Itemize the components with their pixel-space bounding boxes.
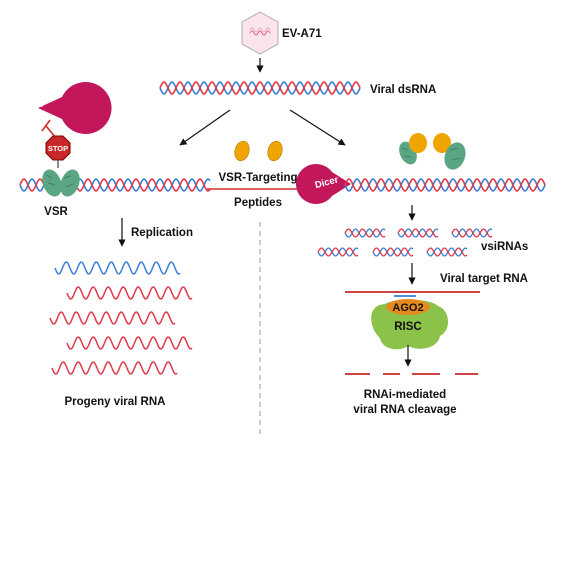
vsirna-fragments: [317, 228, 493, 257]
dicer-right-icon: [296, 164, 351, 205]
ago2-label: AGO2: [392, 302, 423, 314]
vsr-protein-icon: [42, 169, 80, 197]
peptide-icon: [234, 140, 283, 162]
peptide-label-line1: VSR-Targeting: [218, 172, 297, 184]
dicer-left-label: Dicer: [18, 98, 44, 110]
stop-sign-icon: [45, 135, 71, 168]
risc-label: RISC: [394, 321, 421, 333]
virus-label: EV-A71: [282, 28, 322, 40]
progeny-strands: [49, 261, 193, 375]
stop-label: STOP: [48, 144, 68, 153]
right-dsrna-helix: [344, 178, 546, 192]
viral-dsrna-label: Viral dsRNA: [370, 84, 436, 96]
vsr-label: VSR: [44, 206, 68, 218]
peptide-label-line2: Peptides: [234, 197, 282, 209]
arrow-to-left-branch: [179, 109, 231, 146]
top-dsrna-helix: [159, 81, 361, 95]
inhibition-bar: [41, 119, 51, 132]
vsirnas-label: vsiRNAs: [481, 241, 528, 253]
risc-complex-icon: [371, 299, 449, 350]
progeny-label: Progeny viral RNA: [65, 396, 166, 408]
vsr-peptide-complex-icon: [399, 133, 466, 170]
cleavage-label-line1: RNAi-mediated: [364, 389, 446, 401]
dicer-left-icon: [38, 82, 112, 134]
viral-target-rna-label: Viral target RNA: [440, 273, 528, 285]
replication-label: Replication: [131, 227, 193, 239]
arrow-to-right-branch: [289, 109, 346, 146]
virus-hexagon-icon: [241, 11, 279, 55]
cleavage-label-line2: viral RNA cleavage: [353, 404, 456, 416]
